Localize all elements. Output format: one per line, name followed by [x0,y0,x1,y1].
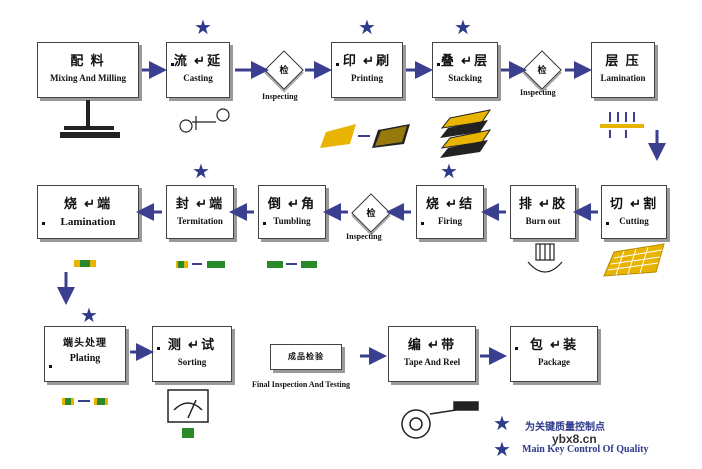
inspect-diamond: 检 [522,50,562,90]
step-en-label: Lamination [600,73,646,83]
step-cn-label: 倒 ↵角 [267,196,317,211]
step-en-label: Printing [350,73,383,83]
watermark: ybx8.cn [552,432,597,446]
key-point-star-icon: ★ [440,161,458,183]
step-cn-label: 印 ↵刷 [342,53,392,68]
step-termination: 封 ↵端 Termitation [166,185,234,239]
step-en-label: Stacking [448,73,482,83]
step-cn-label: 包 ↵装 [529,337,579,352]
step-en-label: Termitation [177,216,223,226]
step-firing: 烧 ↵结 Firing [416,185,484,239]
inspect-symbol: 检 [279,65,289,75]
lamination-press-icon [600,112,644,138]
step-en-label: Mixing And Milling [49,73,127,83]
step-cn-label: 端头处理 [63,338,107,349]
step-printing: 印 ↵刷 Printing [331,42,403,98]
inspect-diamond: 检 [351,193,391,233]
step-plating: 端头处理 Plating [44,326,126,382]
cutting-grid-icon [603,243,665,277]
step-en-label: Tape And Reel [403,357,461,367]
step-en-label: Package [538,357,570,367]
legend-star-icon: ★ [493,413,511,435]
step-cn-label: 烧 ↵结 [425,196,475,211]
step-tape-and-reel: 编 ↵带 Tape And Reel [388,326,476,382]
legend-cn-label: 为关键质量控制点 [525,422,605,433]
step-en-label: Sorting [177,357,207,367]
step-cn-label: 封 ↵端 [175,196,225,211]
step-burn-out: 排 ↵胶 Burn out [510,185,576,239]
stacking-layers-icon [440,109,492,158]
key-point-star-icon: ★ [192,161,210,183]
step-en-label: Tumbling [273,216,311,226]
step-stacking: 叠 ↵层 Stacking [432,42,498,98]
step-final-inspection: 成品检验 [270,344,342,370]
inspect-label: Inspecting [520,88,556,97]
inspect-symbol: 检 [366,208,376,218]
step-cn-label: 切 ↵割 [609,196,659,211]
inspect-symbol: 检 [537,65,547,75]
step-cn-label: 配 料 [70,53,106,68]
inspect-diamond: 检 [264,50,304,90]
key-point-star-icon: ★ [80,305,98,327]
step-en-label: Plating [69,353,101,364]
key-point-star-icon: ★ [454,17,472,39]
step-en-label: Casting [183,73,213,83]
step-en-label: Burn out [525,216,561,226]
step-lamination-1: 层 压 Lamination [591,42,655,98]
inspect-label: Inspecting [346,232,382,241]
step-cn-label: 成品检验 [288,352,324,361]
key-point-star-icon: ★ [194,17,212,39]
legend-en-label: Main Key Control Of Quality [522,444,649,455]
step-en-label: Firing [438,216,462,226]
step-cn-label: 排 ↵胶 [518,196,568,211]
step-package: 包 ↵装 Package [510,326,598,382]
test-meter-icon [167,389,209,438]
printing-sheets-icon [320,124,410,148]
step-mixing-milling: 配 料 Mixing And Milling [37,42,139,98]
step-cn-label: 烧 ↵端 [63,196,113,211]
step-cn-label: 叠 ↵层 [440,53,490,68]
step-cn-label: 层 压 [605,53,641,68]
step-cn-label: 编 ↵带 [407,337,457,352]
tape-reel-icon [401,401,479,439]
burn-out-rack-icon [527,243,563,273]
step-cn-label: 测 ↵试 [167,337,217,352]
step-en-label: Lamination [60,216,116,228]
step-casting: 流 ↵延 Casting [166,42,230,98]
step-cutting: 切 ↵割 Cutting [601,185,667,239]
key-point-star-icon: ★ [358,17,376,39]
final-inspection-label: Final Inspection And Testing [252,380,351,389]
casting-machine-icon [179,108,230,133]
legend-star-icon: ★ [493,439,511,461]
step-tumbling: 倒 ↵角 Tumbling [258,185,326,239]
step-sorting: 测 ↵试 Sorting [152,326,232,382]
step-en-label: Cutting [619,216,649,226]
step-cn-label: 流 ↵延 [173,53,223,68]
step-lamination-2: 烧 ↵端 Lamination [37,185,139,239]
mixing-machine-icon [60,100,120,138]
inspect-label: Inspecting [262,92,298,101]
